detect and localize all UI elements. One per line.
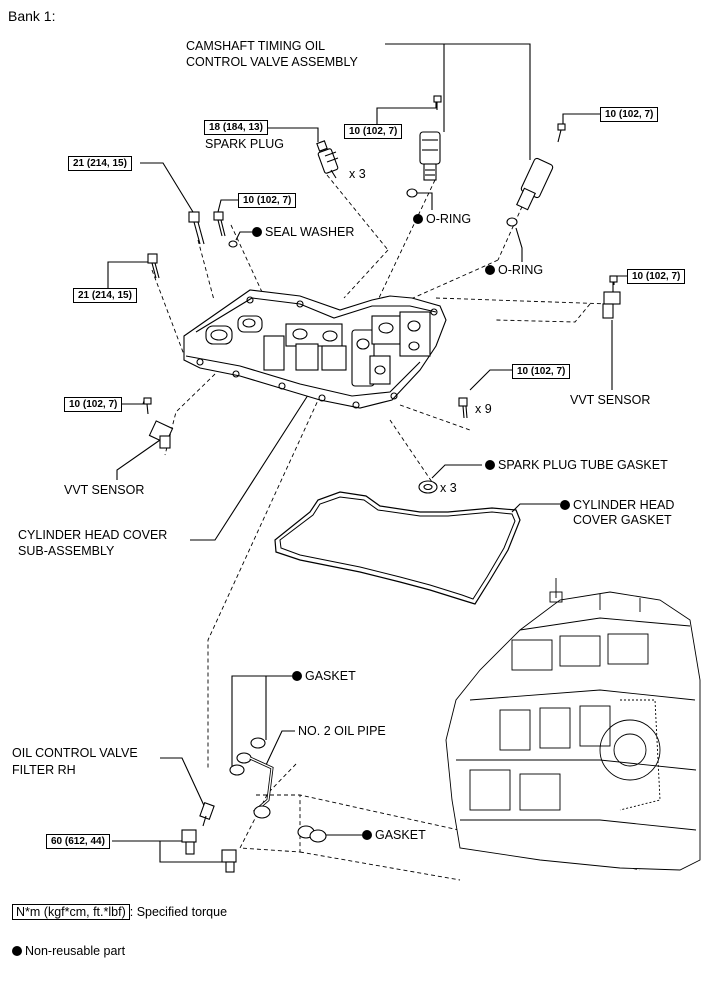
label-vvt-sensor-right: VVT SENSOR xyxy=(570,393,651,407)
torque-vvt-left: 10 (102, 7) xyxy=(64,397,123,412)
vvt-sensor-left xyxy=(143,397,174,449)
label-o-ring-2: O-RING xyxy=(485,263,543,278)
no-2-oil-pipe xyxy=(229,737,274,819)
qty-spark-plug: x 3 xyxy=(349,167,366,181)
cylinder-head-cover-gasket xyxy=(274,491,521,605)
label-head-cover-sub: CYLINDER HEAD COVER SUB-ASSEMBLY xyxy=(18,528,168,558)
legend-torque: N*m (kgf*cm, ft.*lbf): Specified torque xyxy=(12,904,227,920)
spark-plug xyxy=(316,140,339,179)
vvt-sensor-right xyxy=(602,275,621,319)
label-head-cover-gasket: CYLINDER HEAD COVER GASKET xyxy=(560,498,674,528)
label-gasket-top: GASKET xyxy=(292,669,356,684)
torque-bolt-21-left: 21 (214, 15) xyxy=(73,288,137,303)
oil-control-valve-filter-rh xyxy=(199,802,215,827)
torque-spark-plug: 18 (184, 13) xyxy=(204,120,268,135)
bolt-21-left xyxy=(147,253,160,279)
gasket-bottom-part xyxy=(297,825,327,843)
legend-nonreusable: Non-reusable part xyxy=(12,944,125,959)
label-seal-washer: SEAL WASHER xyxy=(252,225,354,240)
non-reusable-dot-icon xyxy=(413,214,423,224)
label-spark-plug: SPARK PLUG xyxy=(205,137,284,151)
o-ring-1 xyxy=(406,188,418,198)
bolt-21-top xyxy=(188,211,205,245)
union-bolt-upper xyxy=(181,829,197,855)
engine-block xyxy=(445,578,701,871)
non-reusable-dot-icon xyxy=(485,460,495,470)
camshaft-valve-mid xyxy=(419,95,442,181)
label-no2-oil-pipe: NO. 2 OIL PIPE xyxy=(298,724,386,738)
label-gasket-bottom: GASKET xyxy=(362,828,426,843)
o-ring-2 xyxy=(506,217,518,227)
torque-valve-mid: 10 (102, 7) xyxy=(344,124,403,139)
bolt-cover xyxy=(458,397,468,419)
label-spark-plug-tube-gasket: SPARK PLUG TUBE GASKET xyxy=(485,458,668,473)
torque-bolt-21-top: 21 (214, 15) xyxy=(68,156,132,171)
label-o-ring-1: O-RING xyxy=(413,212,471,227)
legend-torque-box: N*m (kgf*cm, ft.*lbf) xyxy=(12,904,130,920)
label-vvt-sensor-left: VVT SENSOR xyxy=(64,483,145,497)
torque-vvt-right: 10 (102, 7) xyxy=(627,269,686,284)
non-reusable-dot-icon xyxy=(485,265,495,275)
union-bolt-lower xyxy=(221,849,237,873)
non-reusable-dot-icon xyxy=(252,227,262,237)
torque-valve-right: 10 (102, 7) xyxy=(600,107,659,122)
qty-cover-bolts: x 9 xyxy=(475,402,492,416)
seal-washer xyxy=(228,240,238,248)
label-oil-filter-rh: OIL CONTROL VALVE FILTER RH xyxy=(12,746,138,777)
bolt-10-washer xyxy=(213,211,226,237)
label-camshaft-valve: CAMSHAFT TIMING OIL CONTROL VALVE ASSEMB… xyxy=(186,39,358,69)
page-title: Bank 1: xyxy=(8,8,56,24)
non-reusable-dot-icon xyxy=(362,830,372,840)
camshaft-valve-right xyxy=(516,123,566,211)
non-reusable-dot-icon xyxy=(12,946,22,956)
spark-plug-tube-gasket xyxy=(418,480,438,494)
cylinder-head-cover xyxy=(183,289,447,409)
qty-tube-gasket: x 3 xyxy=(440,481,457,495)
torque-cover-bolts: 10 (102, 7) xyxy=(512,364,571,379)
torque-bolt-10-washer: 10 (102, 7) xyxy=(238,193,297,208)
non-reusable-dot-icon xyxy=(560,500,570,510)
non-reusable-dot-icon xyxy=(292,671,302,681)
torque-union-bolt: 60 (612, 44) xyxy=(46,834,110,849)
